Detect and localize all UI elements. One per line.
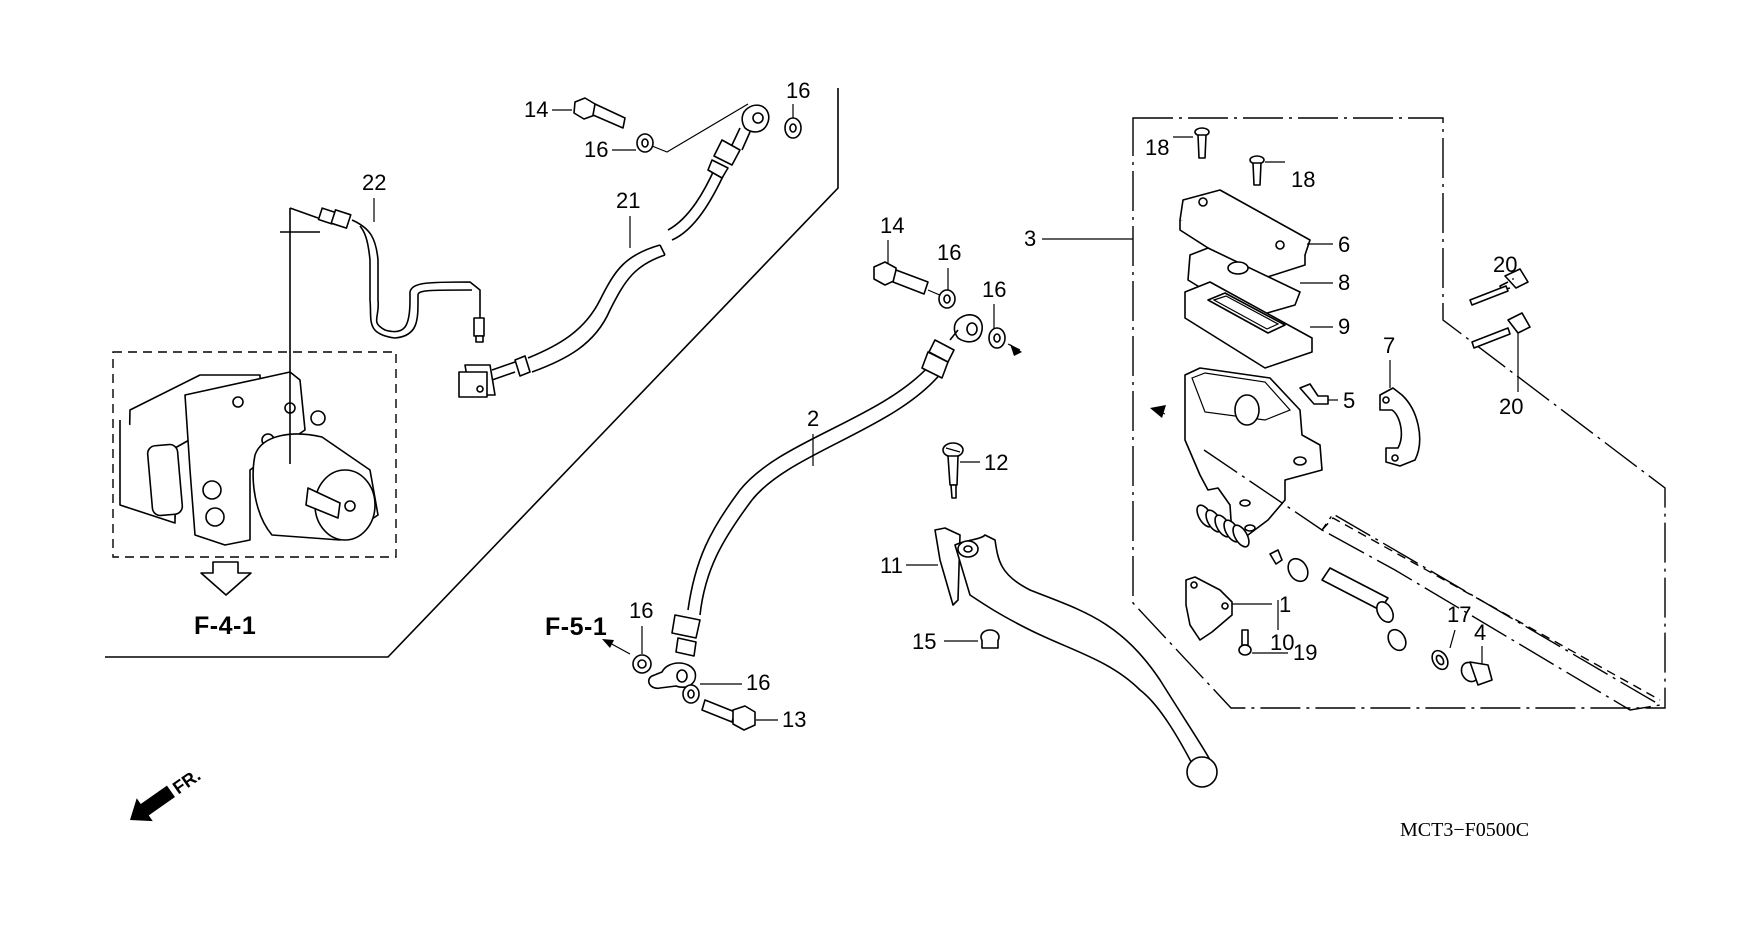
part-8-diaphragm-plate[interactable] xyxy=(1187,247,1301,319)
callout-19: 19 xyxy=(1293,640,1317,665)
arrow-icon xyxy=(602,639,614,648)
callout-16-middle-right: 16 xyxy=(982,277,1006,302)
callout-6: 6 xyxy=(1338,232,1350,257)
part-1-stop-switch[interactable] xyxy=(1185,576,1233,641)
part-19-screw[interactable] xyxy=(1238,629,1252,656)
part-17-circlip[interactable] xyxy=(1429,648,1451,672)
part-11-brake-lever[interactable] xyxy=(934,527,1218,788)
part-20-bolt-bottom[interactable] xyxy=(1471,312,1531,349)
part-7-holder[interactable] xyxy=(1379,387,1421,467)
part-14-oil-bolt-top[interactable] xyxy=(573,97,626,129)
callout-15: 15 xyxy=(912,629,936,654)
callout-17: 17 xyxy=(1447,602,1471,627)
callout-14-top: 14 xyxy=(524,97,548,122)
front-direction-label: FR. xyxy=(169,765,204,798)
arrow-icon xyxy=(1150,405,1166,418)
left-group-outline xyxy=(105,88,839,658)
part-13-oil-bolt[interactable] xyxy=(701,699,756,731)
reference-label-f51[interactable]: F-5-1 xyxy=(545,613,607,641)
part-16-washer-bottom-right[interactable] xyxy=(682,684,700,704)
arrow-icon xyxy=(1010,344,1022,356)
callout-22: 22 xyxy=(362,170,386,195)
callout-21: 21 xyxy=(616,188,640,213)
reference-f51[interactable]: F-5-1 xyxy=(545,613,631,655)
callout-16-top-right: 16 xyxy=(786,78,810,103)
part-9-diaphragm[interactable] xyxy=(1184,281,1313,369)
part-16-washer-middle-left[interactable] xyxy=(938,289,956,309)
diagram-code: MCT3−F0500C xyxy=(1400,819,1529,841)
callout-18-right: 18 xyxy=(1291,167,1315,192)
reference-f41[interactable]: F-4-1 xyxy=(194,561,256,640)
callout-18-left: 18 xyxy=(1145,135,1169,160)
callout-12: 12 xyxy=(984,450,1008,475)
callout-11: 11 xyxy=(880,553,903,578)
part-16-washer-top-right[interactable] xyxy=(784,117,802,139)
callout-3: 3 xyxy=(1024,226,1036,251)
callout-16-bottom-right: 16 xyxy=(746,670,770,695)
part-18-screw-right[interactable] xyxy=(1249,155,1265,186)
callout-2: 2 xyxy=(807,406,819,431)
part-12-pivot-bolt[interactable] xyxy=(942,442,964,499)
part-5-plate[interactable] xyxy=(1299,383,1329,405)
front-direction-indicator: FR. xyxy=(130,765,204,822)
callout-16-top-left: 16 xyxy=(584,137,608,162)
part-16-washer-bottom-left[interactable] xyxy=(632,654,652,674)
callout-9: 9 xyxy=(1338,314,1350,339)
part-20-bolt-top[interactable] xyxy=(1469,268,1529,306)
callout-20-top: 20 xyxy=(1493,252,1517,277)
part-16-washer-top-left[interactable] xyxy=(636,133,654,153)
master-cylinder-group-outline xyxy=(1132,117,1666,709)
master-cylinder-body[interactable] xyxy=(1184,367,1323,536)
part-15-nut[interactable] xyxy=(980,629,1000,649)
front-arrow-icon xyxy=(130,785,175,822)
callout-16-bottom-left: 16 xyxy=(629,598,653,623)
callout-1: 1 xyxy=(1279,592,1291,617)
callout-7: 7 xyxy=(1383,333,1395,358)
callout-8: 8 xyxy=(1338,270,1350,295)
callout-14-middle: 14 xyxy=(880,213,904,238)
part-14-oil-bolt-middle[interactable] xyxy=(873,261,929,295)
callout-20-bottom: 20 xyxy=(1499,394,1523,419)
part-4-boot[interactable] xyxy=(1458,659,1493,686)
callout-16-middle-left: 16 xyxy=(937,240,961,265)
part-22-brake-pipe[interactable] xyxy=(280,207,485,464)
abs-modulator xyxy=(112,351,397,558)
callout-13: 13 xyxy=(782,707,806,732)
down-arrow-icon xyxy=(200,561,252,596)
reference-label-f41[interactable]: F-4-1 xyxy=(194,612,256,640)
part-10-piston-set[interactable] xyxy=(1194,449,1663,711)
part-21-brake-hose[interactable] xyxy=(458,104,770,398)
part-16-washer-middle-right[interactable] xyxy=(988,327,1006,349)
callout-4: 4 xyxy=(1474,620,1486,645)
part-2-brake-hose[interactable] xyxy=(648,314,983,690)
callout-5: 5 xyxy=(1343,388,1355,413)
part-18-screw-left[interactable] xyxy=(1194,127,1210,159)
callout-10: 10 xyxy=(1270,630,1294,655)
